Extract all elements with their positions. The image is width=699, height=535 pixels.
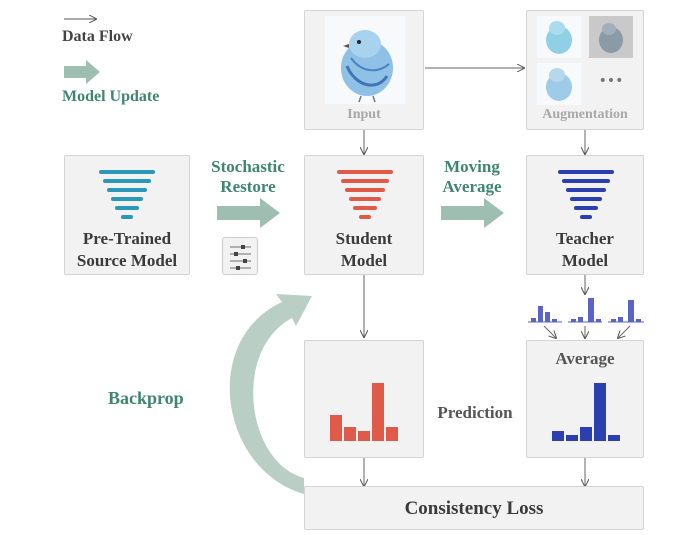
teacher-model-box: Teacher Model [526, 155, 644, 275]
bird-icon [341, 30, 393, 103]
student-model-box: Student Model [304, 155, 424, 275]
teacher-mini-charts [528, 298, 644, 323]
teacher-model-icon [558, 170, 614, 219]
input-box: Input [304, 10, 424, 130]
teacher-average-bars [552, 383, 620, 441]
stochastic-restore-arrow [217, 198, 280, 228]
more-augmentations-ellipsis: ••• [598, 73, 624, 89]
source-model-label-line2: Source Model [76, 251, 178, 270]
consistency-loss-label: Consistency Loss [404, 498, 544, 519]
average-label: Average [555, 349, 615, 368]
bird-icon [599, 23, 623, 53]
backprop-arrow [229, 294, 312, 494]
backprop-label: Backprop [108, 388, 184, 408]
bird-icon [546, 21, 572, 54]
legend-model-update-arrow [64, 60, 100, 84]
teacher-model-label-line2: Model [561, 251, 609, 270]
source-model-label-line1: Pre-Trained [82, 229, 172, 248]
student-model-label-line1: Student [335, 229, 393, 248]
augmentation-box: ••• Augmentation [526, 10, 644, 130]
source-model-box: Pre-Trained Source Model [64, 155, 190, 275]
prediction-label: Prediction [437, 403, 513, 422]
augmentation-label: Augmentation [542, 107, 628, 122]
teacher-model-label-line1: Teacher [556, 229, 614, 248]
input-bird-image [325, 16, 405, 104]
student-prediction-bars [330, 383, 398, 441]
student-prediction-box [304, 340, 424, 458]
bird-icon [546, 68, 572, 101]
legend-data-flow-label: Data Flow [62, 28, 133, 45]
parameter-panel-icon [222, 237, 258, 275]
student-model-label-line2: Model [340, 251, 388, 270]
moving-average-arrow [441, 198, 504, 228]
moving-average-label: Moving Average [442, 157, 502, 196]
augmented-image-1 [537, 16, 581, 58]
augmented-image-3 [537, 63, 581, 105]
legend-model-update-label: Model Update [62, 88, 160, 105]
consistency-loss-box: Consistency Loss [304, 486, 644, 530]
source-model-icon [99, 170, 155, 219]
teacher-average-box: Average [526, 340, 644, 458]
stochastic-restore-label: Stochastic Restore [211, 157, 285, 196]
student-model-icon [337, 170, 393, 219]
input-label: Input [347, 107, 381, 122]
augmented-image-2 [589, 16, 633, 58]
